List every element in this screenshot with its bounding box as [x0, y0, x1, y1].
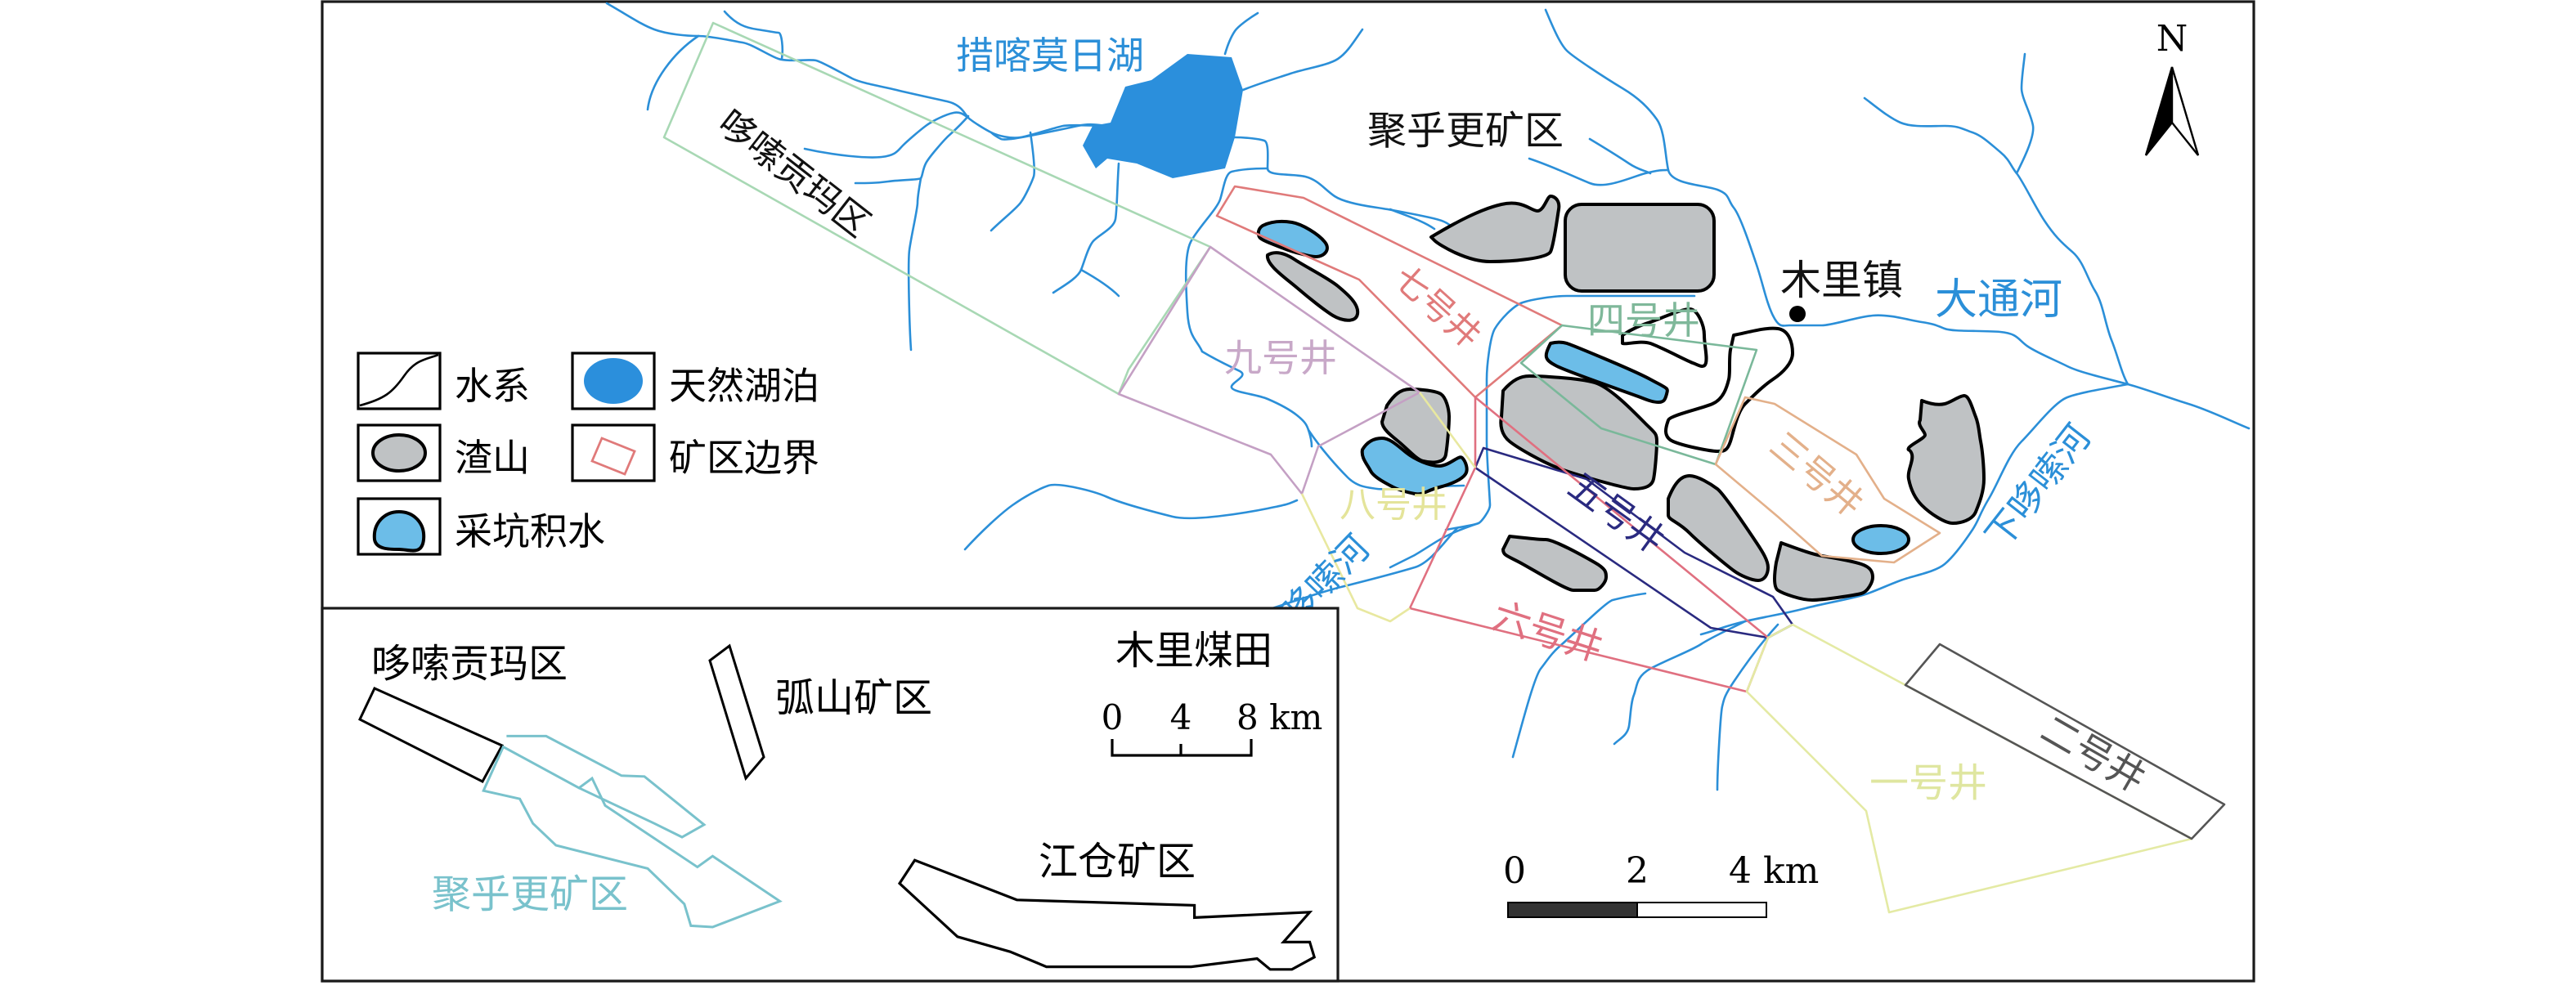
- well-8-label: 八号井: [1340, 484, 1447, 526]
- lake-cuokamori: [1083, 54, 1243, 178]
- inset-scale-bar: [1111, 739, 1253, 757]
- north-label: N: [2156, 18, 2188, 60]
- lake-label: 措喀莫日湖: [956, 34, 1144, 78]
- scale-bar-light-segment: [1636, 902, 1767, 918]
- legend-lake-label: 天然湖泊: [669, 364, 819, 408]
- legend-boundary-label: 矿区边界: [669, 436, 819, 480]
- spoil-heaps: [1256, 195, 1986, 602]
- well-4-label: 四号井: [1587, 298, 1700, 343]
- spoil-heap-legend-icon: [371, 433, 427, 473]
- river-legend-icon: [359, 353, 439, 407]
- boundary-well-1: [1745, 623, 2193, 914]
- boundary-well-3: [1714, 396, 1941, 564]
- scale-label-0: 0: [1503, 850, 1526, 892]
- scale-label-2: 2: [1626, 850, 1649, 892]
- inset-frame: [321, 607, 1340, 983]
- boundary-well-8-west: [1300, 493, 1411, 623]
- legend-pit-water-label: 采坑积水: [455, 509, 605, 553]
- inset-scale-0: 0: [1102, 697, 1124, 737]
- river-network: [605, 2, 2251, 791]
- inset-juhugeng-label: 聚乎更矿区: [432, 871, 628, 917]
- juhugeng-area-label: 聚乎更矿区: [1367, 108, 1564, 154]
- lake-legend-icon: [584, 358, 643, 404]
- well-1-label: 一号井: [1869, 760, 1987, 806]
- north-arrow-icon: [2144, 66, 2174, 156]
- inset-hushan-label: 弧山矿区: [775, 675, 932, 721]
- inset-duosuogongma-outline: [358, 687, 505, 783]
- inset-duosuogongma-label: 哆嗦贡玛区: [371, 641, 568, 687]
- inset-jiangcang-label: 江仓矿区: [1039, 839, 1196, 885]
- scale-bar-dark-segment: [1507, 902, 1638, 918]
- town-label: 木里镇: [1780, 257, 1903, 304]
- legend: 水系 天然湖泊 渣山 矿区边界 采坑积水: [357, 352, 819, 556]
- scale-label-4km: 4 km: [1729, 850, 1819, 892]
- town-marker: [1789, 306, 1806, 322]
- inset-hushan-outline: [708, 643, 765, 782]
- north-arrow: N: [2144, 18, 2200, 156]
- inset-title: 木里煤田: [1115, 628, 1272, 674]
- datong-river-label: 大通河: [1935, 275, 2062, 325]
- north-arrow-right-half: [2170, 66, 2200, 156]
- boundary-duosuogongma: [662, 21, 1212, 396]
- legend-river-label: 水系: [455, 364, 530, 408]
- inset-scale-4: 4: [1170, 697, 1192, 737]
- boundary-well-8: [1418, 392, 1477, 468]
- well-7-label: 七号井: [1385, 258, 1488, 356]
- inset-scale-8km: 8 km: [1236, 697, 1322, 737]
- well-9-label: 九号井: [1224, 336, 1337, 380]
- boundary-legend-icon: [590, 437, 636, 476]
- boundary-well-2: [1904, 643, 2226, 840]
- inset-map: 哆嗦贡玛区 弧山矿区 木里煤田 0 4 8 km 聚乎更矿区 江仓矿区: [321, 607, 1340, 983]
- boundary-well-6: [1408, 396, 1770, 693]
- duosuogongma-area-label: 哆嗦贡玛区: [711, 102, 878, 246]
- legend-spoil-heap-label: 渣山: [455, 436, 530, 480]
- pit-water-legend-icon: [372, 510, 426, 553]
- well-3-label: 三号井: [1761, 424, 1871, 526]
- boundary-well-4: [1519, 324, 1758, 466]
- main-scale-bar: 0 2 4 km: [1503, 850, 1819, 918]
- inset-jiangcang-outline: [897, 858, 1317, 971]
- inset-juhugeng-outline: [482, 734, 783, 929]
- mine-boundaries: [662, 21, 2226, 914]
